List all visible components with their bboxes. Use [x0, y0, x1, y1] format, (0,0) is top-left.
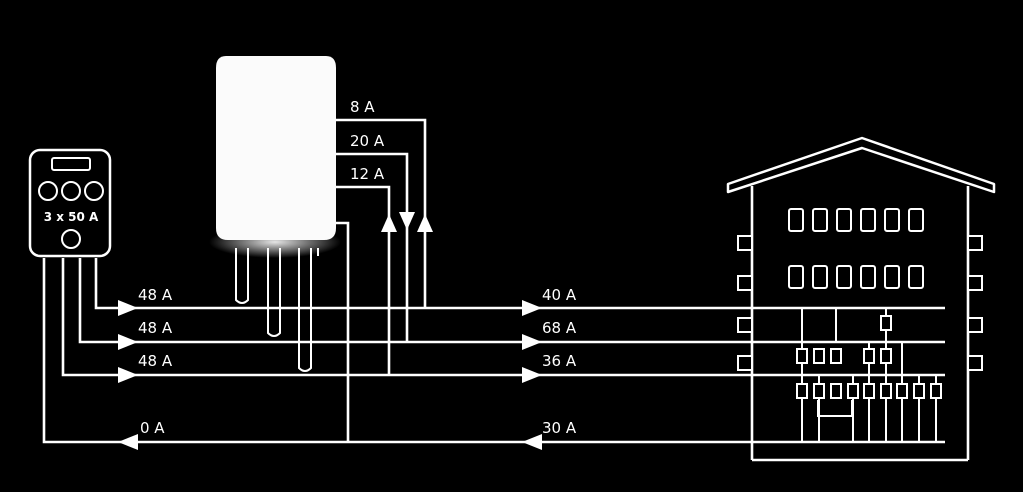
resistor-icon: [930, 383, 942, 399]
connector-tube-2: [267, 248, 281, 337]
resistor-icon: [796, 348, 808, 364]
resistor-icon: [796, 383, 808, 399]
arrow-l2-meter: [118, 334, 138, 350]
arrow-feed-l3-up: [381, 214, 397, 232]
bus-neutral: [42, 258, 945, 444]
bus-lines: [42, 258, 945, 444]
inverter-feeds: [336, 118, 433, 442]
resistor-icon: [863, 348, 875, 364]
bus-l3: [61, 258, 945, 377]
resistor-icon: [863, 383, 875, 399]
arrow-l1-building: [522, 300, 542, 316]
connector-tube-3: [298, 248, 312, 372]
arrow-neutral-meter: [118, 434, 138, 450]
bus-l1: [94, 258, 945, 310]
meter-rating-label: 3 x 50 A: [44, 210, 99, 224]
resistor-icon: [880, 348, 892, 364]
bus-l2: [78, 258, 945, 344]
arrow-l3-meter: [118, 367, 138, 383]
label-building-l2: 68 A: [542, 319, 577, 337]
label-inverter-l1: 8 A: [350, 98, 375, 116]
connector-tube-1: [235, 248, 249, 304]
resistor-icon: [813, 348, 825, 364]
resistor-icon: [830, 348, 842, 364]
label-building-l3: 36 A: [542, 352, 577, 370]
label-meter-l3: 48 A: [138, 352, 173, 370]
label-meter-l2: 48 A: [138, 319, 173, 337]
arrow-feed-l1-up: [417, 214, 433, 232]
resistor-icon: [896, 383, 908, 399]
label-building-l1: 40 A: [542, 286, 577, 304]
bus-arrows: [118, 300, 542, 450]
arrow-neutral-building: [522, 434, 542, 450]
arrow-l1-meter: [118, 300, 138, 316]
feed-l2: [336, 152, 409, 342]
arrow-l3-building: [522, 367, 542, 383]
label-inverter-l3: 12 A: [350, 165, 385, 183]
feed-l1: [336, 118, 427, 308]
building-load-network: [796, 308, 942, 442]
resistor-icon: [880, 315, 892, 331]
inverter-unit-icon: [209, 56, 341, 376]
electricity-meter-icon: [28, 148, 112, 258]
apartment-building-icon: [726, 136, 996, 462]
label-meter-l1: 48 A: [138, 286, 173, 304]
arrow-l2-building: [522, 334, 542, 350]
resistor-icon: [847, 383, 859, 399]
resistor-icon: [880, 383, 892, 399]
arrow-feed-l2-down: [399, 212, 415, 230]
resistor-icon: [913, 383, 925, 399]
label-building-neutral: 30 A: [542, 419, 577, 437]
resistor-icon: [813, 383, 825, 399]
resistor-icon: [830, 383, 842, 399]
label-meter-neutral: 0 A: [140, 419, 165, 437]
feed-l3: [336, 185, 391, 375]
label-inverter-l2: 20 A: [350, 132, 385, 150]
feed-neutral: [336, 221, 350, 442]
